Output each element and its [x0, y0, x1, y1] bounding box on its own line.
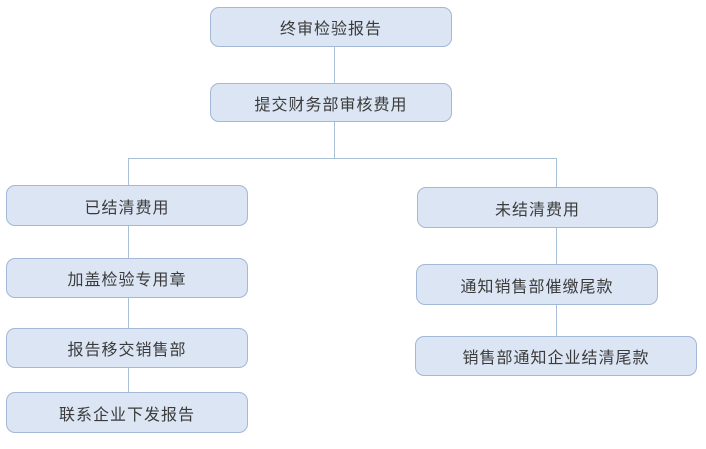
node-fees-unsettled: 未结清费用: [417, 187, 658, 228]
node-final-inspection-report: 终审检验报告: [210, 7, 452, 47]
connector-branch-horizontal: [128, 158, 557, 159]
node-fees-settled: 已结清费用: [6, 185, 248, 226]
connector-notify-to-sales-notify: [556, 305, 557, 336]
node-stamp-inspection-seal: 加盖检验专用章: [6, 258, 248, 298]
node-sales-notify-enterprise-settle: 销售部通知企业结清尾款: [415, 336, 697, 376]
node-contact-enterprise-issue-report: 联系企业下发报告: [6, 392, 248, 433]
connector-submit-to-branch: [334, 122, 335, 158]
node-report-to-sales: 报告移交销售部: [6, 328, 248, 368]
connector-transfer-to-contact: [128, 368, 129, 392]
connector-unsettled-to-notify: [556, 228, 557, 264]
connector-final-to-submit: [334, 47, 335, 83]
connector-settled-to-stamp: [128, 226, 129, 258]
node-notify-sales-collect-balance: 通知销售部催缴尾款: [416, 264, 658, 305]
connector-stamp-to-transfer: [128, 298, 129, 328]
connector-branch-to-unsettled: [556, 158, 557, 187]
node-submit-finance-review: 提交财务部审核费用: [210, 83, 452, 122]
connector-branch-to-settled: [128, 158, 129, 185]
